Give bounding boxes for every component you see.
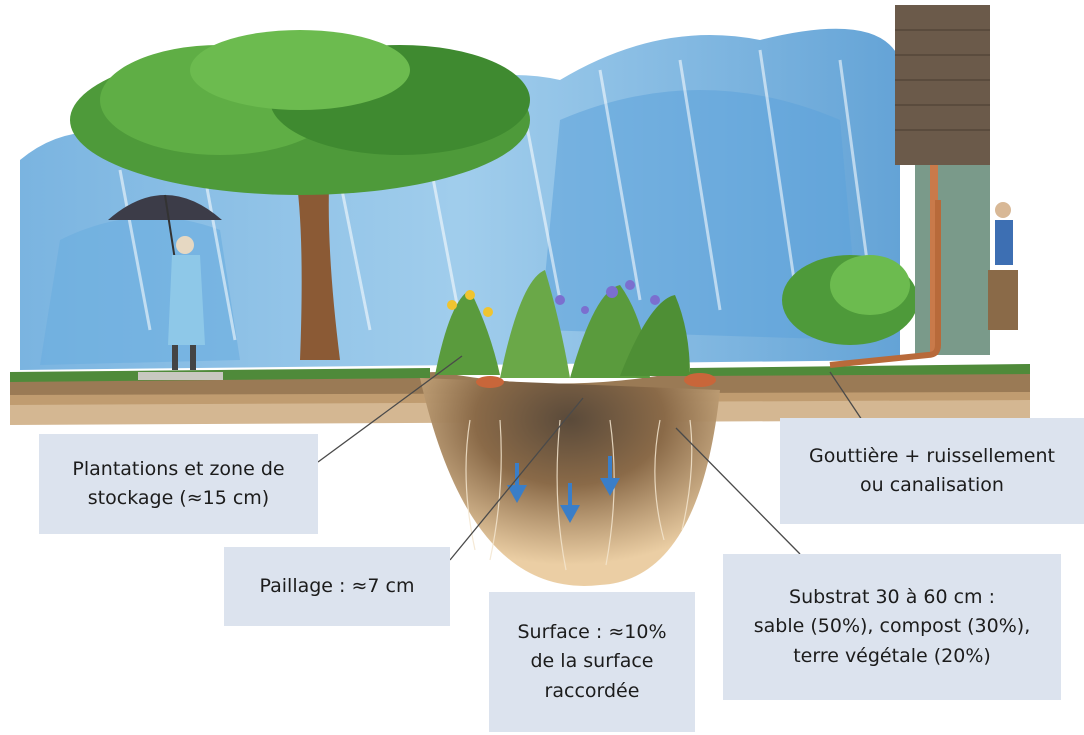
rain-background bbox=[20, 28, 900, 370]
rain-garden-basin bbox=[420, 378, 720, 586]
leader-line-gouttiere bbox=[829, 371, 863, 421]
label-surface-line1: Surface : ≈10% bbox=[517, 620, 667, 643]
label-paillage: Paillage : ≈7 cm bbox=[224, 547, 450, 626]
gutter-pipe bbox=[829, 200, 941, 368]
tree bbox=[70, 30, 530, 360]
label-substrat-line1: Substrat 30 à 60 cm : bbox=[789, 585, 995, 608]
shrub bbox=[782, 255, 918, 345]
label-surface: Surface : ≈10% de la surface raccordée bbox=[489, 592, 695, 732]
label-gouttiere-line1: Gouttière + ruissellement bbox=[809, 444, 1055, 467]
label-substrat: Substrat 30 à 60 cm : sable (50%), compo… bbox=[723, 554, 1061, 700]
leader-line-plantations bbox=[317, 355, 463, 463]
label-surface-line2: de la surface bbox=[530, 650, 654, 673]
label-gouttiere: Gouttière + ruissellement ou canalisatio… bbox=[780, 418, 1084, 524]
label-plantations-line1: Plantations et zone de bbox=[72, 457, 285, 480]
label-plantations-line2: stockage (≈15 cm) bbox=[87, 487, 270, 509]
house-wall bbox=[895, 5, 1018, 355]
person-with-umbrella bbox=[108, 194, 223, 380]
label-paillage-line1: Paillage : ≈7 cm bbox=[259, 574, 415, 597]
leader-line-substrat bbox=[675, 427, 801, 555]
leader-line-paillage bbox=[449, 397, 584, 561]
flowering-plants bbox=[435, 270, 716, 388]
label-gouttiere-line2: ou canalisation bbox=[860, 474, 1004, 496]
label-substrat-line3: terre végétale (20%) bbox=[793, 644, 991, 667]
label-plantations: Plantations et zone de stockage (≈15 cm) bbox=[39, 434, 318, 534]
label-surface-line3: raccordée bbox=[544, 679, 640, 702]
leader-lines bbox=[317, 355, 863, 561]
label-substrat-line2: sable (50%), compost (30%), bbox=[753, 615, 1031, 638]
